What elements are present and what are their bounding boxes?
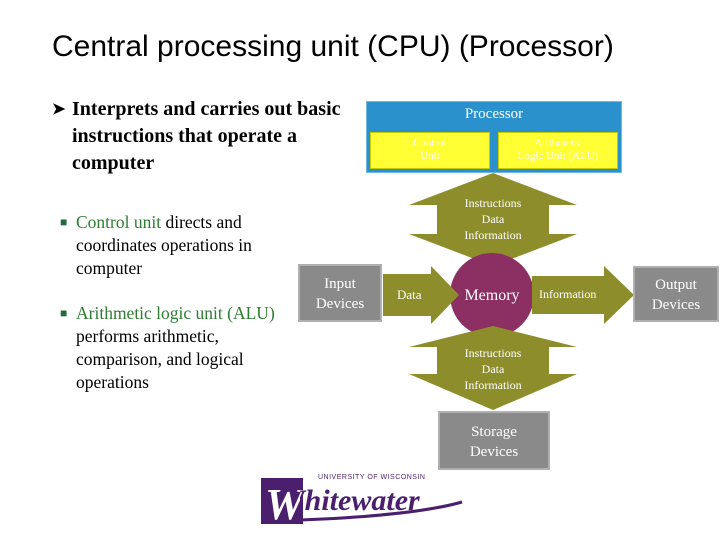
- input-devices-box: Input Devices: [298, 264, 382, 322]
- control-unit-box: Control Unit: [370, 132, 490, 169]
- storage-line1: Storage: [471, 424, 517, 440]
- bottom-arrow-information: Information: [464, 378, 522, 392]
- logo-whitewater-text: Whitewater: [300, 484, 420, 517]
- logo-w-block: [261, 478, 303, 524]
- sub-bullet-alu: ■ Arithmetic logic unit (ALU) performs a…: [60, 302, 290, 394]
- memory-circle: [450, 253, 534, 337]
- arrow-bullet-icon: ➤: [52, 101, 66, 118]
- alu-description: performs arithmetic, comparison, and log…: [76, 326, 244, 392]
- output-devices-box: Output Devices: [633, 266, 719, 322]
- logo-underline-swoosh: [299, 500, 463, 522]
- input-line2: Devices: [315, 296, 365, 312]
- main-bullet: ➤ Interprets and carries out basic instr…: [52, 96, 352, 177]
- storage-line2: Devices: [469, 444, 519, 460]
- alu-line2: Logic Unit (ALU): [517, 150, 599, 162]
- square-bullet-icon: ■: [60, 215, 68, 229]
- data-arrow-shape: [383, 266, 459, 324]
- top-double-arrow-shape: [409, 173, 577, 266]
- bottom-arrow-label: Instructions Data Information: [433, 345, 553, 393]
- output-line1: Output: [655, 277, 697, 293]
- bottom-arrow-data: Data: [481, 362, 505, 376]
- output-line2: Devices: [651, 297, 701, 313]
- control-unit-term: Control unit: [76, 212, 162, 232]
- square-bullet-icon: ■: [60, 306, 68, 320]
- sub-bullet-control-unit: ■ Control unit directs and coordinates o…: [60, 211, 290, 280]
- bottom-arrow-instructions: Instructions: [464, 346, 522, 360]
- logo-w-letter: W: [265, 480, 307, 529]
- top-arrow-information: Information: [464, 228, 522, 242]
- data-arrow-label: Data: [397, 287, 422, 302]
- processor-label: Processor: [464, 106, 524, 122]
- control-unit-line1: Control: [413, 137, 447, 149]
- control-unit-description: directs and coordinates operations in co…: [76, 212, 252, 278]
- top-arrow-data: Data: [481, 212, 505, 226]
- input-line1: Input: [324, 276, 356, 292]
- information-arrow-label: Information: [539, 287, 597, 301]
- storage-devices-box: Storage Devices: [438, 411, 550, 470]
- alu-line1: Arithmetic: [534, 137, 582, 149]
- logo-university-text: UNIVERSITY OF WISCONSIN: [318, 474, 426, 481]
- alu-term: Arithmetic logic unit (ALU): [76, 303, 275, 323]
- memory-label: Memory: [464, 287, 520, 304]
- top-arrow-instructions: Instructions: [464, 196, 522, 210]
- alu-box: Arithmetic Logic Unit (ALU): [498, 132, 618, 169]
- bottom-double-arrow-shape: [409, 326, 577, 410]
- control-unit-line2: Unit: [420, 150, 440, 162]
- information-arrow-shape: [532, 266, 634, 324]
- slide-title: Central processing unit (CPU) (Processor…: [52, 30, 614, 63]
- top-arrow-label: Instructions Data Information: [433, 195, 553, 243]
- main-bullet-text: Interprets and carries out basic instruc…: [72, 98, 341, 174]
